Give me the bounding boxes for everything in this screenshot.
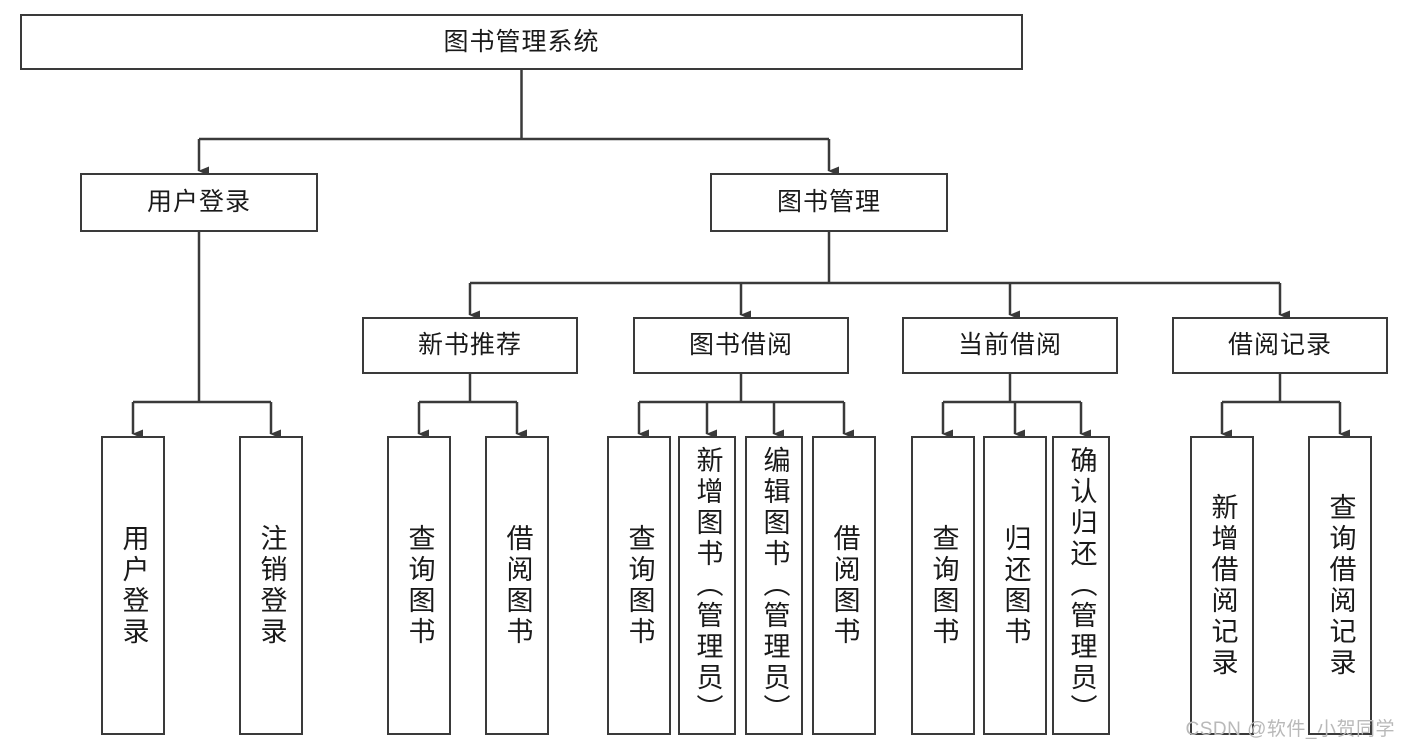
node-leaf-query-record[interactable]: 查询借阅记录 (1308, 436, 1372, 735)
node-label: 归还图书 (1000, 523, 1031, 648)
node-label: 借阅图书 (829, 523, 860, 648)
node-current-borrow[interactable]: 当前借阅 (902, 317, 1118, 374)
node-label: 注销登录 (256, 523, 287, 648)
node-leaf-query-book-1[interactable]: 查询图书 (387, 436, 451, 735)
node-leaf-query-book-2[interactable]: 查询图书 (607, 436, 671, 735)
node-label: 图书借阅 (688, 331, 793, 360)
node-new-book-rec[interactable]: 新书推荐 (362, 317, 578, 374)
node-leaf-query-book-3[interactable]: 查询图书 (911, 436, 975, 735)
node-leaf-borrow-book-2[interactable]: 借阅图书 (812, 436, 876, 735)
node-label: 新增借阅记录 (1207, 492, 1238, 679)
node-book-manage[interactable]: 图书管理 (710, 173, 948, 232)
node-label: 图书管理系统 (443, 27, 600, 56)
node-label: 图书管理 (776, 188, 881, 217)
node-label: 借阅记录 (1227, 331, 1332, 360)
node-label: 当前借阅 (957, 331, 1062, 360)
node-label: 新增图书（管理员） (692, 446, 723, 725)
node-label: 查询图书 (404, 523, 435, 648)
node-root[interactable]: 图书管理系统 (20, 14, 1023, 70)
node-label: 编辑图书（管理员） (759, 446, 790, 725)
node-leaf-borrow-book-1[interactable]: 借阅图书 (485, 436, 549, 735)
node-label: 用户登录 (146, 188, 251, 217)
node-leaf-add-record[interactable]: 新增借阅记录 (1190, 436, 1254, 735)
node-label: 确认归还（管理员） (1066, 446, 1097, 725)
node-label: 用户登录 (118, 523, 149, 648)
node-leaf-edit-book[interactable]: 编辑图书（管理员） (745, 436, 803, 735)
node-borrow-record[interactable]: 借阅记录 (1172, 317, 1388, 374)
node-leaf-user-logout[interactable]: 注销登录 (239, 436, 303, 735)
node-book-borrow[interactable]: 图书借阅 (633, 317, 849, 374)
node-label: 查询借阅记录 (1325, 492, 1356, 679)
node-label: 借阅图书 (502, 523, 533, 648)
node-leaf-user-login[interactable]: 用户登录 (101, 436, 165, 735)
node-label: 查询图书 (928, 523, 959, 648)
node-user-login[interactable]: 用户登录 (80, 173, 318, 232)
watermark: CSDN @软件_小贺同学 (1185, 719, 1395, 740)
node-leaf-add-book[interactable]: 新增图书（管理员） (678, 436, 736, 735)
node-label: 查询图书 (624, 523, 655, 648)
node-label: 新书推荐 (417, 331, 522, 360)
node-leaf-return-book[interactable]: 归还图书 (983, 436, 1047, 735)
node-leaf-confirm-return[interactable]: 确认归还（管理员） (1052, 436, 1110, 735)
